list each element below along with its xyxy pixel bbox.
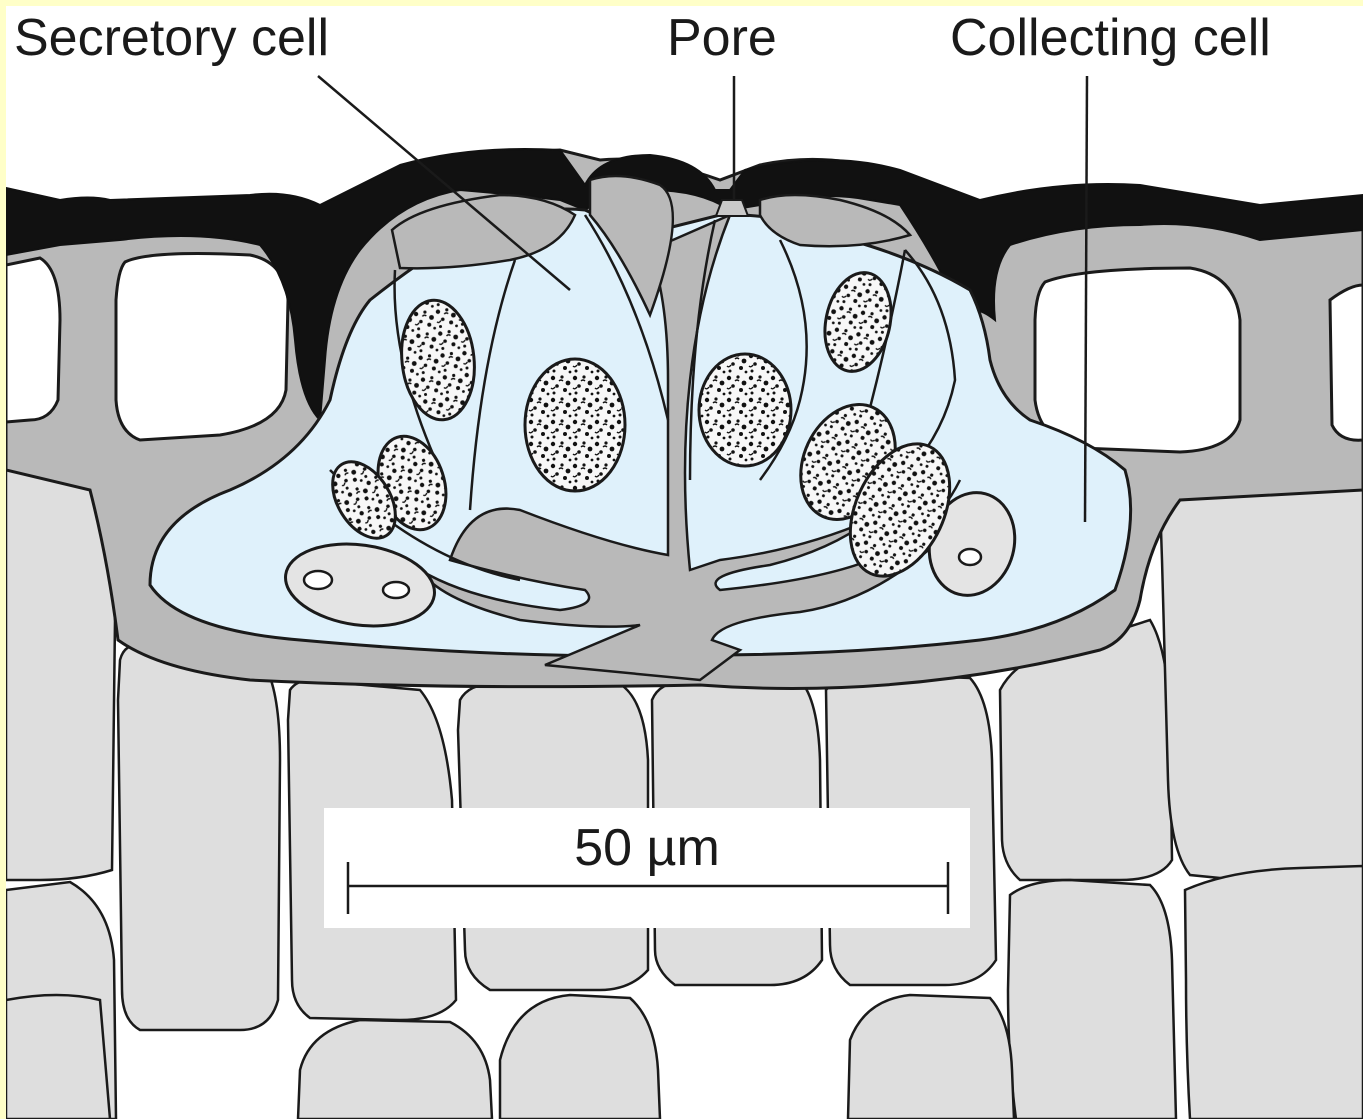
- pore-label: Pore: [667, 12, 777, 64]
- gland-diagram: [6, 6, 1363, 1119]
- scale-bar-line: [324, 808, 970, 928]
- diagram-frame: Secretory cell Pore Collecting cell 50 µ…: [6, 6, 1363, 1119]
- collecting-cell-label: Collecting cell: [950, 12, 1271, 64]
- scale-bar: 50 µm: [324, 808, 970, 928]
- secretory-cell-label: Secretory cell: [14, 12, 329, 64]
